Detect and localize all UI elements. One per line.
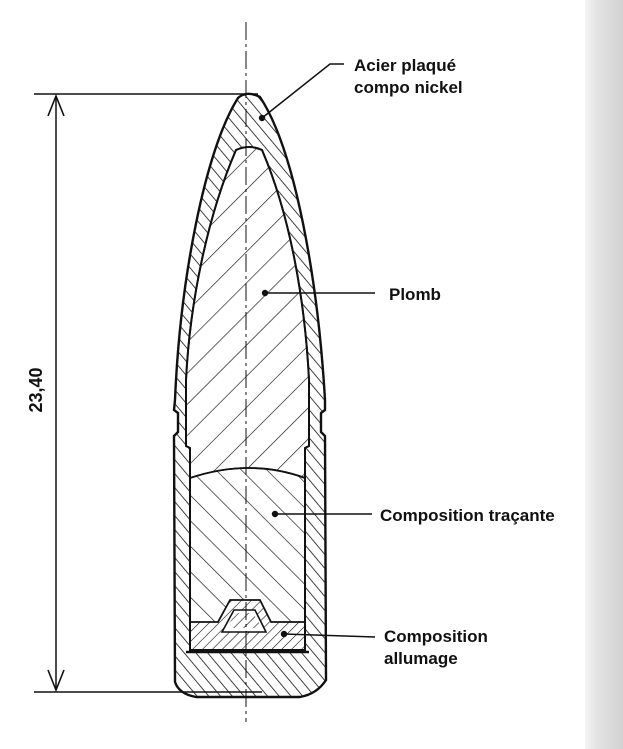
length-dimension-label: 23,40 xyxy=(26,367,46,413)
callout-plomb: Plomb xyxy=(389,284,441,306)
callout-acier-line2: compo nickel xyxy=(354,78,463,97)
callout-allumage-line1: Composition xyxy=(384,627,488,646)
leader-tracante-dot xyxy=(271,510,279,518)
tracer-composition xyxy=(189,467,306,623)
callout-allumage-line2: allumage xyxy=(384,649,458,668)
scan-edge-shadow xyxy=(585,0,623,749)
leader-acier xyxy=(261,63,344,119)
dimension-arrow-bottom xyxy=(47,669,65,693)
leader-allumage xyxy=(283,633,376,638)
callout-plomb-line1: Plomb xyxy=(389,285,441,304)
callout-acier-line1: Acier plaqué xyxy=(354,56,457,75)
callout-acier: Acier plaqué compo nickel xyxy=(354,55,463,99)
callout-tracante: Composition traçante xyxy=(380,505,555,527)
igniter-peak-hatch xyxy=(226,613,262,628)
leader-acier-dot xyxy=(258,114,266,122)
callout-tracante-line1: Composition traçante xyxy=(380,506,555,525)
callout-allumage: Composition allumage xyxy=(384,626,488,670)
leader-plomb-dot xyxy=(261,289,269,297)
dimension-arrow-top xyxy=(47,93,65,117)
leader-allumage-dot xyxy=(280,630,288,638)
